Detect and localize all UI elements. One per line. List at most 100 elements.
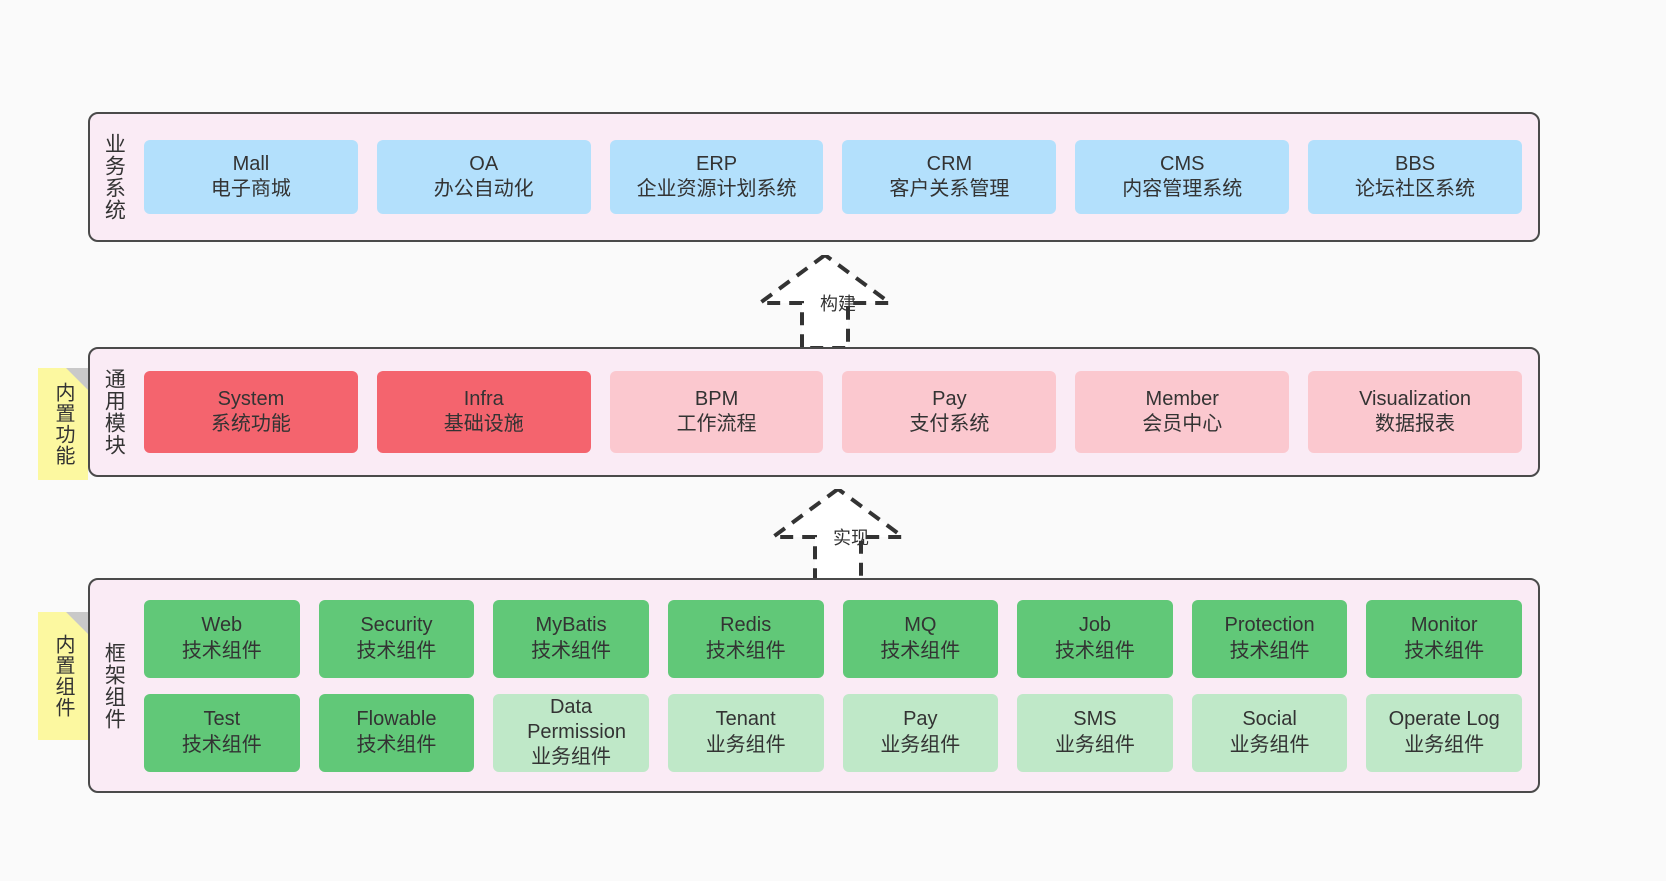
arrow-build-label: 构建 [820, 294, 856, 314]
card-infra-name: Infra [463, 387, 504, 410]
card-mybatis-name: MyBatis [535, 614, 607, 637]
card-flowable-desc: 技术组件 [356, 733, 437, 756]
card-social-name: Social [1242, 708, 1297, 731]
card-mq-name: MQ [904, 614, 937, 637]
card-tenant[interactable]: Tenant 业务组件 [667, 693, 824, 772]
card-sms-name: SMS [1073, 708, 1117, 731]
card-test-desc: 技术组件 [181, 733, 262, 756]
common-module-row: System 系统功能 Infra 基础设施 BPM 工作流程 Pay 支付系统… [144, 371, 1522, 453]
card-erp[interactable]: ERP 企业资源计划系统 [609, 140, 824, 214]
card-bbs-desc: 论坛社区系统 [1355, 178, 1476, 200]
card-mq[interactable]: MQ 技术组件 [842, 599, 999, 678]
card-security-name: Security [360, 614, 433, 637]
card-bpm-desc: 工作流程 [676, 413, 757, 435]
card-oa-desc: 办公自动化 [433, 178, 534, 200]
framework-biz-row: Test 技术组件 Flowable 技术组件 Data Permission … [144, 693, 1522, 772]
card-tenant-name: Tenant [715, 708, 776, 731]
card-mybatis[interactable]: MyBatis 技术组件 [493, 599, 649, 678]
card-social[interactable]: Social 业务组件 [1191, 693, 1348, 772]
card-crm-name: CRM [926, 152, 973, 175]
card-visualization-desc: 数据报表 [1375, 413, 1456, 435]
card-member[interactable]: Member 会员中心 [1075, 371, 1290, 453]
card-operate-log-name: Operate Log [1388, 708, 1500, 731]
card-pay-component-desc: 业务组件 [880, 733, 961, 756]
card-redis[interactable]: Redis 技术组件 [667, 599, 824, 678]
card-system-desc: 系统功能 [210, 413, 291, 435]
card-pay-module-desc: 支付系统 [909, 413, 990, 435]
card-monitor-desc: 技术组件 [1404, 639, 1485, 662]
card-redis-name: Redis [720, 614, 772, 637]
card-operate-log-desc: 业务组件 [1404, 733, 1485, 756]
card-infra-desc: 基础设施 [443, 413, 524, 435]
card-data-permission-desc: 业务组件 [531, 746, 612, 769]
card-cms-name: CMS [1160, 152, 1205, 175]
card-mall-desc: 电子商城 [210, 178, 291, 200]
card-mall-name: Mall [232, 152, 270, 175]
arrow-implement-icon [766, 486, 910, 584]
card-redis-desc: 技术组件 [705, 639, 786, 662]
card-bbs[interactable]: BBS 论坛社区系统 [1308, 140, 1522, 214]
card-protection-name: Protection [1224, 614, 1315, 637]
card-flowable[interactable]: Flowable 技术组件 [318, 693, 475, 772]
layer-framework-component-body: Web 技术组件 Security 技术组件 MyBatis 技术组件 Redi… [136, 580, 1538, 791]
card-security-desc: 技术组件 [356, 639, 437, 662]
card-web-desc: 技术组件 [181, 639, 262, 662]
arrow-implement: 实现 [765, 486, 925, 584]
card-job-desc: 技术组件 [1054, 639, 1135, 662]
card-mall[interactable]: Mall 电子商城 [144, 140, 358, 214]
card-crm-desc: 客户关系管理 [889, 178, 1010, 200]
card-bpm[interactable]: BPM 工作流程 [609, 371, 824, 453]
card-web-name: Web [201, 614, 243, 637]
card-monitor[interactable]: Monitor 技术组件 [1366, 599, 1522, 678]
card-member-name: Member [1145, 387, 1219, 410]
layer-business-system-body: Mall 电子商城 OA 办公自动化 ERP 企业资源计划系统 CRM 客户关系… [136, 114, 1538, 240]
card-job-name: Job [1078, 614, 1112, 637]
card-visualization[interactable]: Visualization 数据报表 [1308, 371, 1522, 453]
card-mq-desc: 技术组件 [880, 639, 961, 662]
card-crm[interactable]: CRM 客户关系管理 [842, 140, 1057, 214]
card-oa-name: OA [469, 152, 499, 175]
card-pay-component-name: Pay [903, 708, 938, 731]
card-sms[interactable]: SMS 业务组件 [1017, 693, 1173, 772]
arrow-build-icon [753, 252, 897, 350]
card-bpm-name: BPM [694, 387, 739, 410]
card-social-desc: 业务组件 [1229, 733, 1310, 756]
layer-business-system-title: 业务系统 [102, 133, 126, 221]
card-infra[interactable]: Infra 基础设施 [376, 371, 591, 453]
card-test-name: Test [203, 708, 241, 731]
card-flowable-name: Flowable [356, 708, 437, 731]
card-monitor-name: Monitor [1410, 614, 1478, 637]
note-builtin-component: 内置组件 [38, 612, 88, 740]
card-operate-log[interactable]: Operate Log 业务组件 [1366, 693, 1522, 772]
layer-common-module-title: 通用模块 [102, 368, 126, 456]
card-protection[interactable]: Protection 技术组件 [1191, 599, 1348, 678]
note-builtin-function: 内置功能 [38, 368, 88, 480]
card-oa[interactable]: OA 办公自动化 [376, 140, 591, 214]
card-pay-module[interactable]: Pay 支付系统 [842, 371, 1057, 453]
arrow-implement-label: 实现 [833, 528, 869, 548]
card-test[interactable]: Test 技术组件 [144, 693, 300, 772]
card-data-permission[interactable]: Data Permission 业务组件 [493, 693, 649, 772]
card-visualization-name: Visualization [1359, 387, 1472, 410]
layer-common-module: 通用模块 System 系统功能 Infra 基础设施 BPM 工作流程 Pay… [88, 347, 1540, 477]
card-member-desc: 会员中心 [1142, 413, 1223, 435]
card-cms-desc: 内容管理系统 [1122, 178, 1243, 200]
card-job[interactable]: Job 技术组件 [1017, 599, 1173, 678]
card-pay-component[interactable]: Pay 业务组件 [842, 693, 999, 772]
note-fold-corner-icon [66, 612, 88, 634]
card-system[interactable]: System 系统功能 [144, 371, 358, 453]
card-tenant-desc: 业务组件 [705, 733, 786, 756]
card-pay-module-name: Pay [932, 387, 967, 410]
layer-framework-component: 框架组件 Web 技术组件 Security 技术组件 MyBatis 技术组件… [88, 578, 1540, 793]
card-erp-desc: 企业资源计划系统 [636, 178, 797, 200]
note-fold-corner-icon [66, 368, 88, 390]
card-security[interactable]: Security 技术组件 [318, 599, 475, 678]
card-erp-name: ERP [696, 152, 738, 175]
layer-business-system: 业务系统 Mall 电子商城 OA 办公自动化 ERP 企业资源计划系统 CRM… [88, 112, 1540, 242]
card-cms[interactable]: CMS 内容管理系统 [1075, 140, 1290, 214]
note-builtin-function-label: 内置功能 [52, 382, 74, 466]
layer-common-module-body: System 系统功能 Infra 基础设施 BPM 工作流程 Pay 支付系统… [136, 349, 1538, 475]
card-web[interactable]: Web 技术组件 [144, 599, 300, 678]
card-system-name: System [217, 387, 285, 410]
